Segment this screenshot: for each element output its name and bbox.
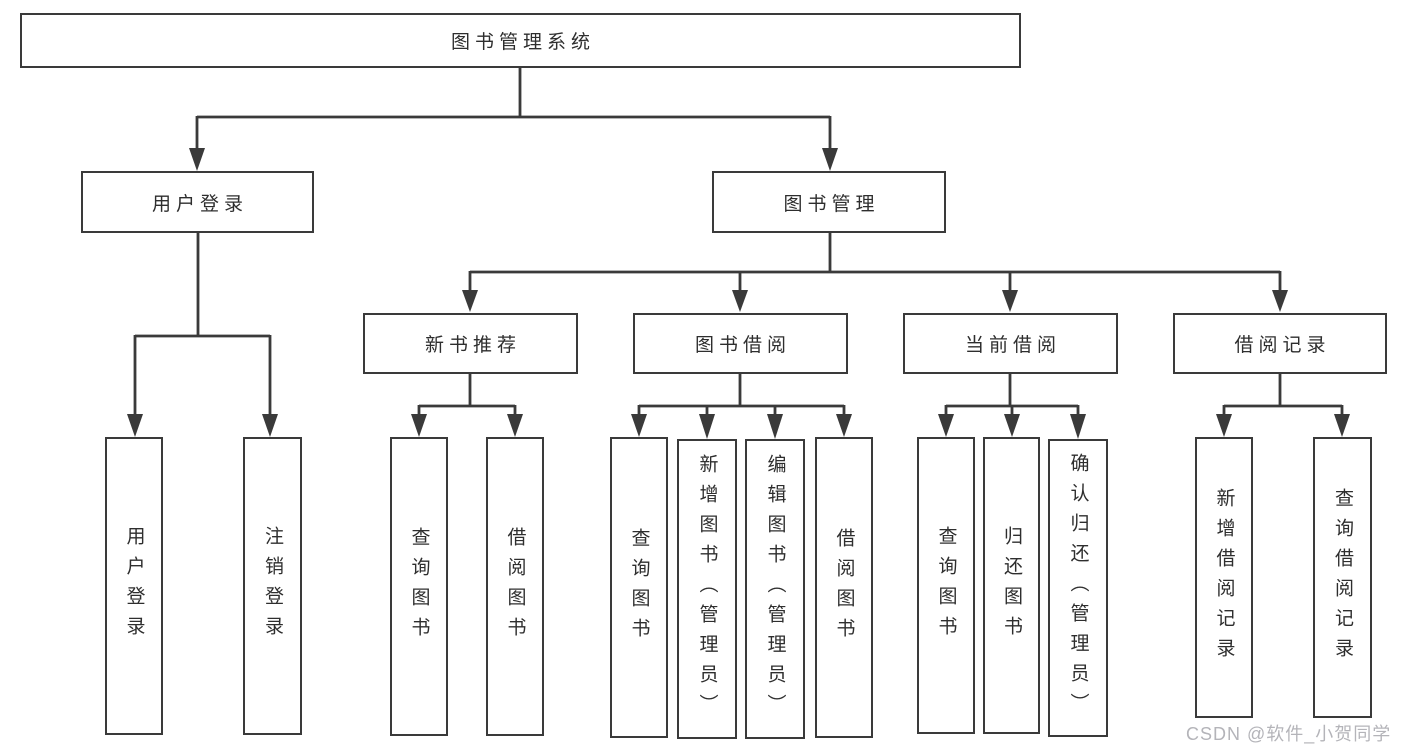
- node-label: 图书借阅: [694, 335, 791, 356]
- node-label: 当前借阅: [964, 335, 1061, 356]
- node-label: 注销登录: [262, 526, 283, 646]
- node-new-book-recommendation: 新书推荐: [363, 313, 578, 374]
- node-label: 查询图书: [628, 527, 650, 648]
- node-leaf-edit-books-admin: 编辑图书（管理员）: [745, 439, 805, 739]
- node-label: 编辑图书（管理员）: [764, 454, 786, 724]
- node-leaf-query-books-1: 查询图书: [390, 437, 448, 736]
- node-label: 查询借阅记录: [1332, 487, 1353, 668]
- node-label: 归还图书: [1001, 525, 1022, 646]
- node-leaf-query-borrow-record: 查询借阅记录: [1313, 437, 1372, 718]
- node-leaf-return-books: 归还图书: [983, 437, 1040, 734]
- watermark: CSDN @软件_小贺同学: [1186, 724, 1392, 744]
- node-library-management-system: 图书管理系统: [20, 13, 1021, 68]
- node-leaf-add-books-admin: 新增图书（管理员）: [677, 439, 737, 739]
- node-label: 新增图书（管理员）: [696, 454, 718, 724]
- node-label: 确认归还（管理员）: [1067, 453, 1089, 723]
- node-borrowing-records: 借阅记录: [1173, 313, 1387, 374]
- node-label: 图书管理: [783, 193, 880, 215]
- node-leaf-query-books-3: 查询图书: [917, 437, 975, 734]
- node-label: 新增借阅记录: [1213, 487, 1235, 668]
- node-book-borrowing: 图书借阅: [633, 313, 848, 374]
- node-label: 用户登录: [123, 526, 145, 646]
- node-label: 用户登录: [151, 193, 248, 215]
- node-label: 查询图书: [935, 525, 957, 646]
- node-leaf-borrow-books-1: 借阅图书: [486, 437, 544, 736]
- node-current-borrowing: 当前借阅: [903, 313, 1118, 374]
- node-leaf-query-books-2: 查询图书: [610, 437, 668, 738]
- node-book-management: 图书管理: [712, 171, 946, 233]
- node-leaf-logout: 注销登录: [243, 437, 302, 735]
- node-label: 新书推荐: [424, 335, 521, 356]
- node-leaf-user-login: 用户登录: [105, 437, 163, 735]
- node-label: 图书管理系统: [450, 32, 595, 53]
- node-leaf-borrow-books-2: 借阅图书: [815, 437, 873, 738]
- node-leaf-confirm-return-admin: 确认归还（管理员）: [1048, 439, 1108, 737]
- node-leaf-add-borrow-record: 新增借阅记录: [1195, 437, 1253, 718]
- node-label: 查询图书: [408, 526, 430, 647]
- node-user-login: 用户登录: [81, 171, 314, 233]
- node-label: 借阅图书: [504, 526, 526, 647]
- node-label: 借阅图书: [833, 527, 855, 648]
- node-label: 借阅记录: [1234, 335, 1331, 356]
